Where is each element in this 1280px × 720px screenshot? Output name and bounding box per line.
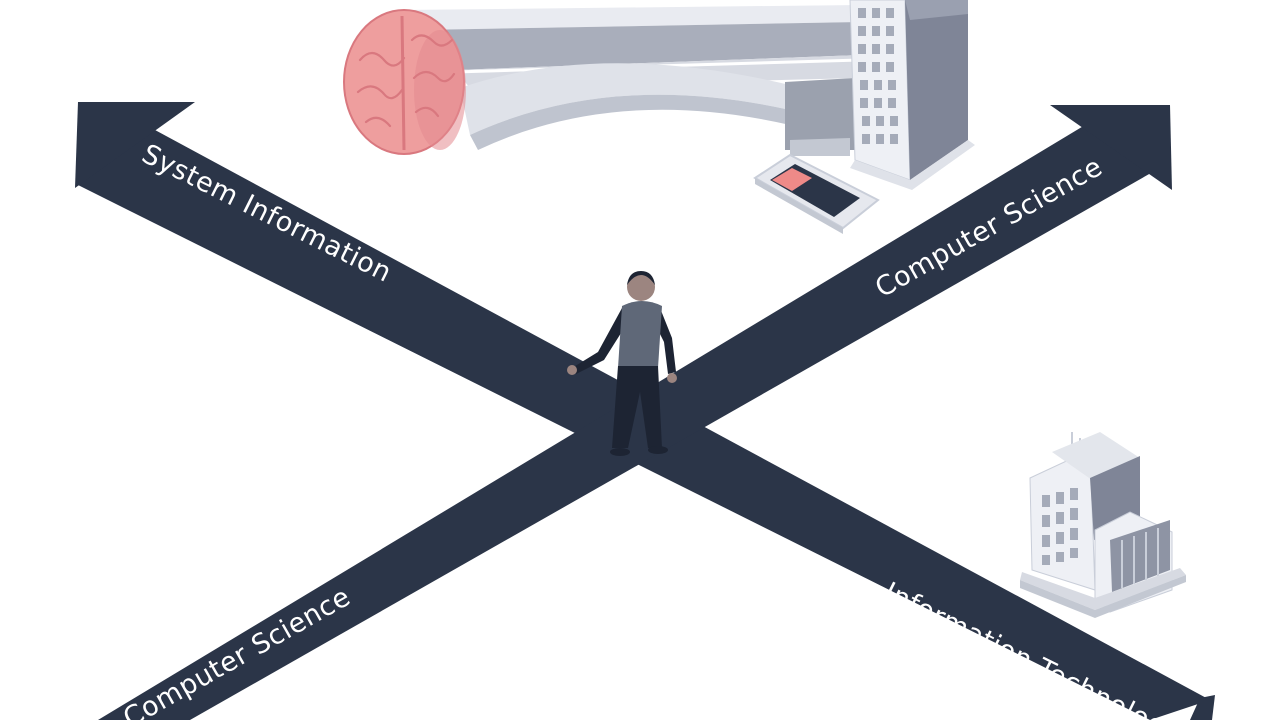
brain-icon bbox=[343, 9, 466, 155]
office-building-icon bbox=[1020, 432, 1186, 618]
bridge-icon bbox=[400, 5, 861, 156]
office-tower-icon bbox=[849, 0, 975, 190]
tablet-icon bbox=[753, 153, 880, 234]
person-figure bbox=[567, 271, 677, 456]
label-computer-science-lower: Computer Science bbox=[118, 581, 356, 720]
road-arrow-upper-right bbox=[1050, 105, 1172, 190]
road-arrow-upper-left bbox=[75, 102, 195, 188]
road-arrow-lower-right bbox=[1190, 695, 1215, 720]
